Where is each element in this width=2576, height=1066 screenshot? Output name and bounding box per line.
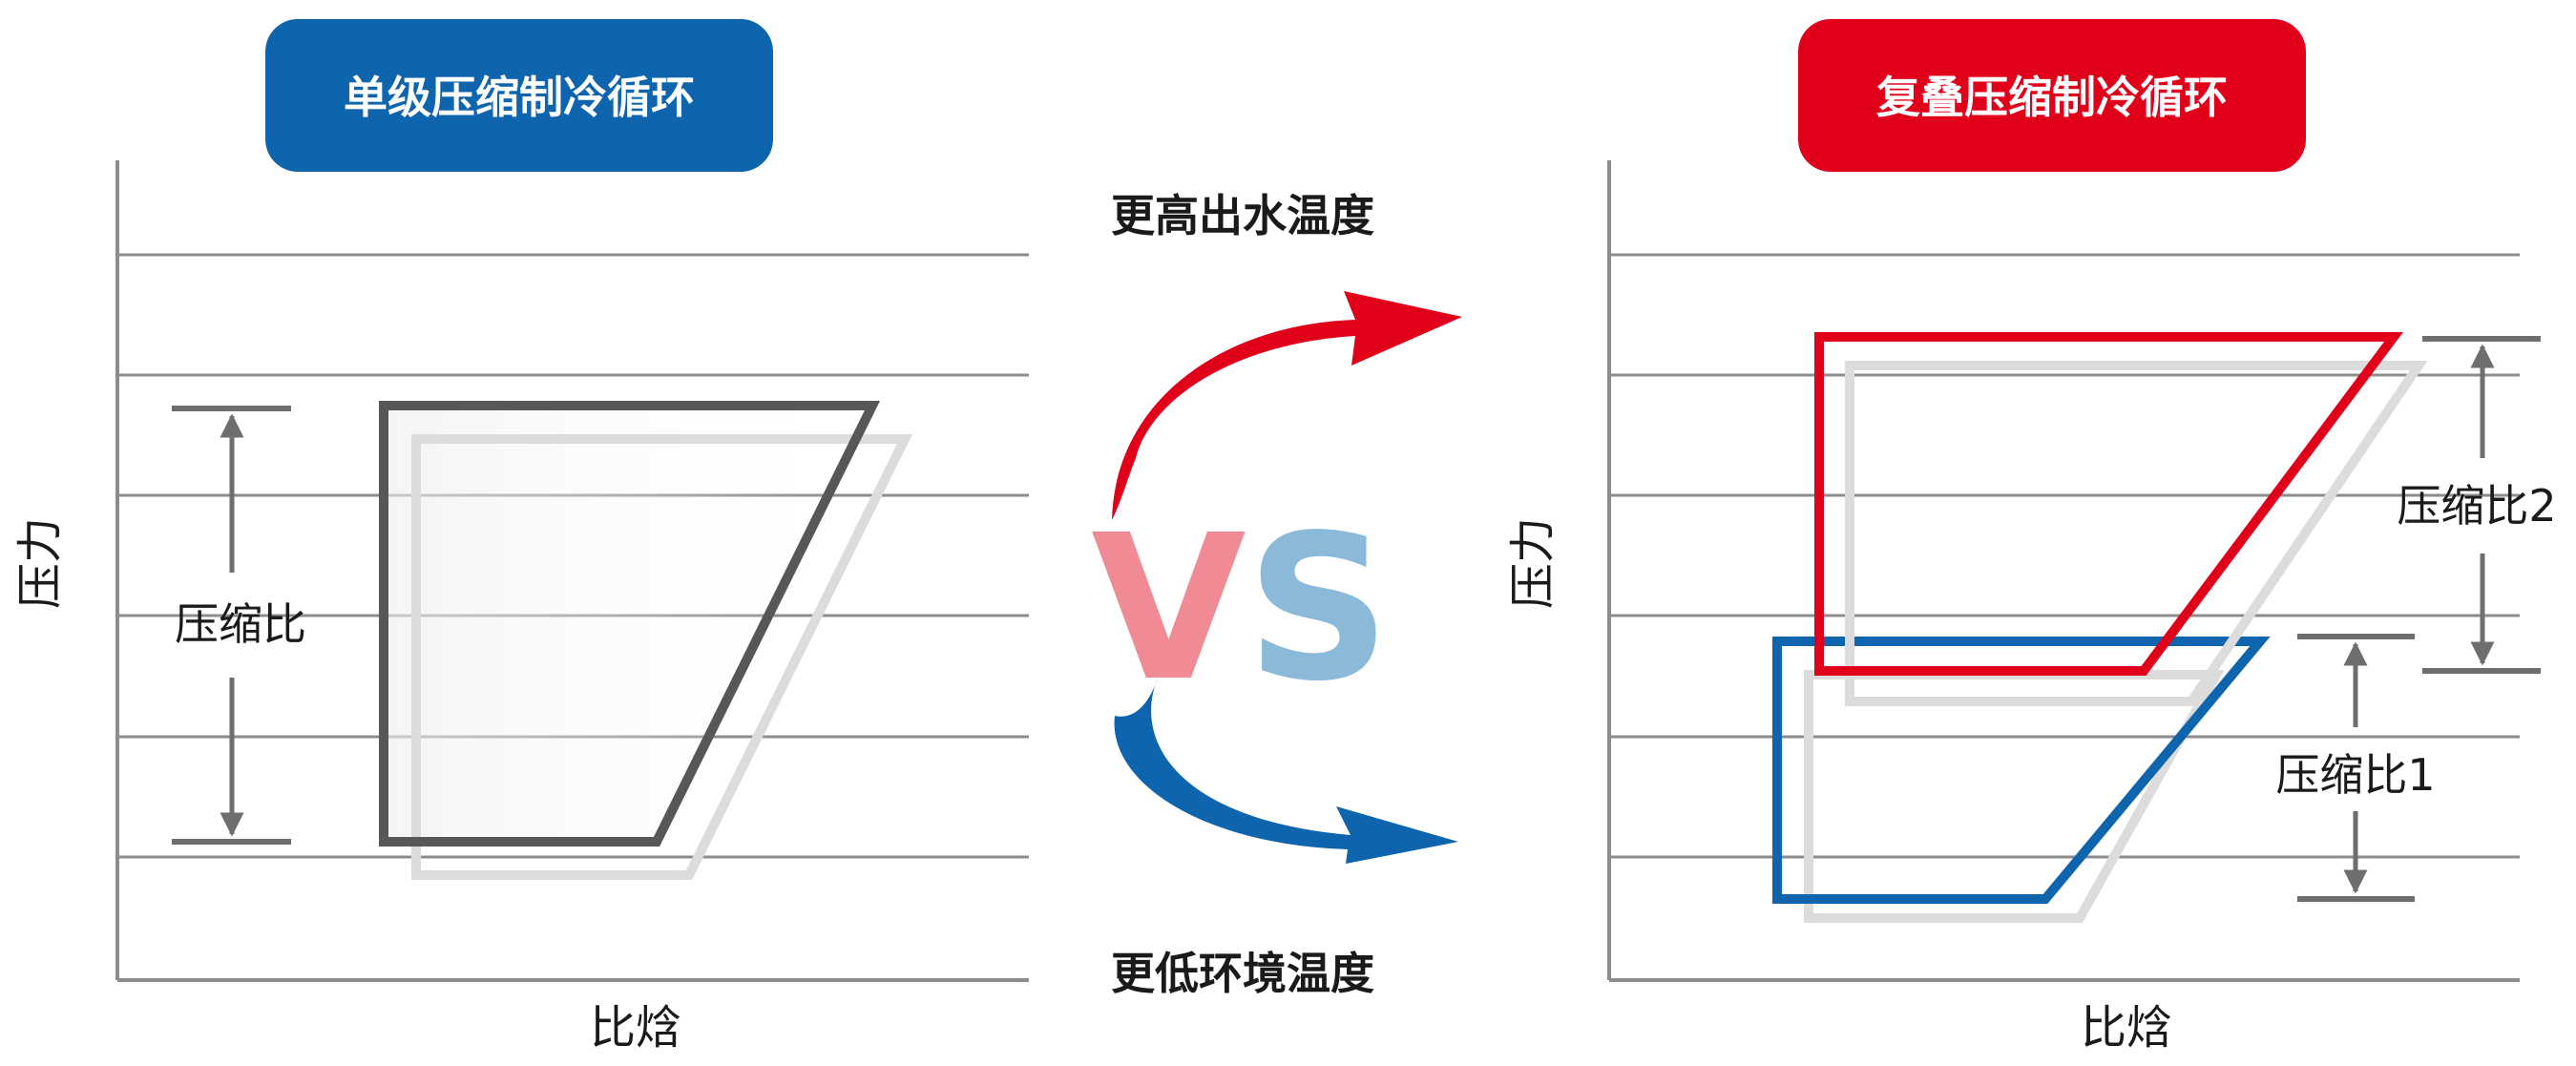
right-upper-cycle-outline (1814, 332, 2403, 676)
left-cycle-fill (384, 406, 872, 843)
right-ratio2-label: 压缩比2 (2397, 480, 2556, 532)
left-panel: 单级压缩制冷循环 压缩比 压力 比焓 (13, 19, 1029, 1055)
left-cycle-outline (379, 401, 881, 847)
lower-ambient-temp-label: 更低环境温度 (1111, 948, 1374, 999)
blue-arrow-icon (1114, 678, 1458, 864)
right-ratio1-bracket (2297, 634, 2415, 902)
left-title-badge: 单级压缩制冷循环 (265, 19, 773, 172)
center-comparison: 更高出水温度 VS 更低环境温度 (1091, 190, 1462, 999)
left-y-axis-label: 压力 (13, 517, 67, 609)
vs-letter-v: V (1091, 491, 1246, 725)
right-lower-cycle-shadow (1804, 670, 2225, 923)
higher-water-temp-label: 更高出水温度 (1111, 190, 1374, 241)
left-x-axis-label: 比焓 (590, 1001, 681, 1055)
left-cycle-shadow (411, 434, 913, 880)
right-lower-cycle-outline (1772, 637, 2271, 904)
left-ratio-label: 压缩比 (175, 598, 306, 650)
vs-text: VS (1091, 491, 1391, 725)
red-arrow-icon (1112, 291, 1462, 520)
right-title-badge: 复叠压缩制冷循环 (1798, 19, 2306, 172)
right-title: 复叠压缩制冷循环 (1876, 72, 2228, 123)
right-y-axis-label: 压力 (1506, 517, 1560, 609)
right-ratio1-label: 压缩比1 (2275, 749, 2435, 801)
left-title-badge-bg (265, 19, 773, 172)
right-ratio2-bracket (2422, 336, 2541, 674)
left-title: 单级压缩制冷循环 (344, 72, 695, 123)
right-upper-cycle-shadow (1845, 361, 2428, 706)
right-panel: 复叠压缩制冷循环 压缩比2 (1506, 19, 2557, 1055)
left-ratio-bracket (172, 406, 291, 845)
vs-letter-s: S (1246, 491, 1391, 725)
right-title-badge-bg (1798, 19, 2306, 172)
right-x-axis-label: 比焓 (2081, 1001, 2172, 1055)
